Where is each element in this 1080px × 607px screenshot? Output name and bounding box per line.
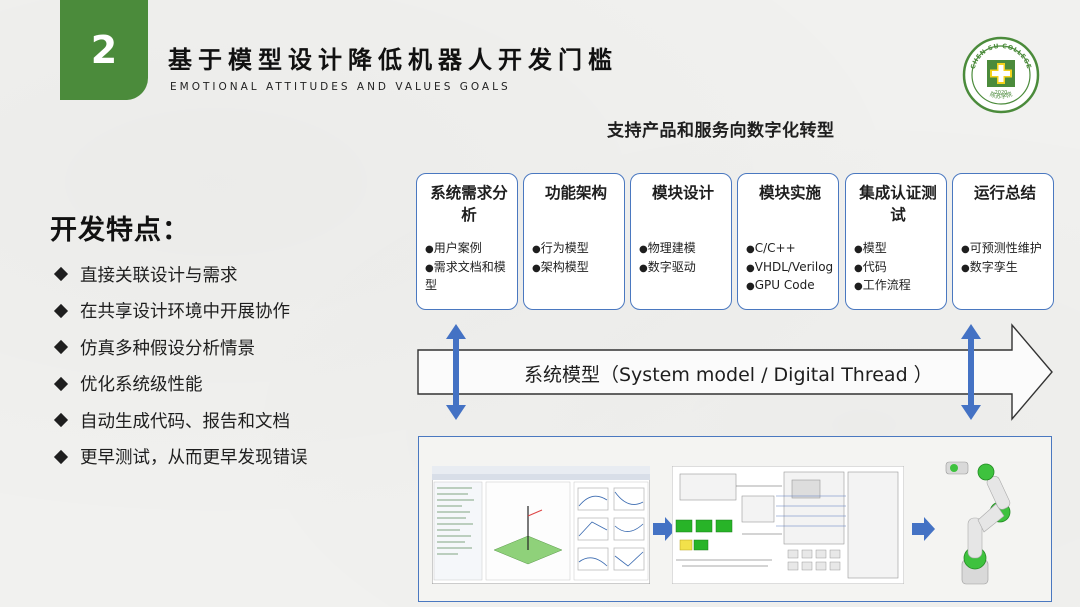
diamond-bullet-icon: [53, 267, 69, 282]
feature-text: 在共享设计环境中开展协作: [80, 302, 290, 323]
stage-item: 数字驱动: [639, 259, 727, 278]
stage-card-requirements: 系统需求分析 用户案例 需求文档和模型: [416, 173, 518, 310]
feature-item: 自动生成代码、报告和文档: [52, 402, 308, 439]
feature-item: 仿真多种假设分析情景: [52, 329, 308, 366]
stage-item: 可预测性维护: [961, 240, 1049, 259]
stage-title: 模块设计: [651, 184, 714, 202]
stage-item: 行为模型: [532, 240, 620, 259]
slide-number-tab: 2: [60, 0, 148, 100]
stage-title: 集成认证测试: [859, 184, 937, 224]
flow-arrow-icon: [653, 517, 676, 541]
feature-text: 自动生成代码、报告和文档: [80, 411, 290, 432]
stage-item: C/C++: [746, 240, 834, 259]
stage-item: VHDL/Verilog: [746, 259, 834, 278]
stage-title: 运行总结: [973, 184, 1036, 202]
diamond-bullet-icon: [53, 340, 69, 355]
stage-item: 模型: [854, 240, 942, 259]
stage-item: 工作流程: [854, 277, 942, 296]
stage-card-operation: 运行总结 可预测性维护 数字孪生: [952, 173, 1054, 310]
slide-title: 基于模型设计降低机器人开发门槛: [168, 46, 618, 74]
stage-item: 架构模型: [532, 259, 620, 278]
logo-year: 2020: [995, 90, 1008, 96]
diamond-bullet-icon: [53, 376, 69, 391]
logo-text-bottom: 陈苏学院: [989, 90, 1014, 101]
svg-text:陈苏学院: 陈苏学院: [989, 90, 1014, 101]
feature-text: 仿真多种假设分析情景: [80, 338, 255, 359]
stage-item: 数字孪生: [961, 259, 1049, 278]
stage-card-implementation: 模块实施 C/C++ VHDL/Verilog GPU Code: [737, 173, 839, 310]
simulink-diagram-image: [672, 466, 904, 584]
stage-title: 模块实施: [758, 184, 821, 202]
banner-text: 支持产品和服务向数字化转型: [607, 121, 835, 141]
feature-item: 直接关联设计与需求: [52, 256, 308, 293]
stage-title: 功能架构: [544, 184, 607, 202]
feature-item: 优化系统级性能: [52, 366, 308, 403]
stage-item: GPU Code: [746, 277, 834, 296]
double-arrow-icon-right: [961, 324, 981, 420]
diamond-bullet-icon: [53, 303, 69, 318]
stage-item: 需求文档和模型: [425, 259, 513, 294]
robot-arm-image: [945, 461, 1011, 585]
slide-subtitle: EMOTIONAL ATTITUDES AND VALUES GOALS: [170, 81, 511, 93]
feature-text: 直接关联设计与需求: [80, 265, 238, 286]
double-arrow-icon-left: [446, 324, 466, 420]
system-model-label: 系统模型（System model / Digital Thread ）: [524, 364, 933, 386]
feature-item: 更早测试，从而更早发现错误: [52, 439, 308, 476]
stage-card-integration-test: 集成认证测试 模型 代码 工作流程: [845, 173, 947, 310]
features-heading: 开发特点：: [50, 215, 190, 246]
feature-text: 优化系统级性能: [80, 375, 203, 396]
slide-number: 2: [90, 28, 118, 72]
stage-item: 用户案例: [425, 240, 513, 259]
feature-text: 更早测试，从而更早发现错误: [80, 448, 308, 469]
stage-card-architecture: 功能架构 行为模型 架构模型: [523, 173, 625, 310]
stage-item: 物理建模: [639, 240, 727, 259]
system-model-arrow: [417, 323, 1053, 421]
diamond-bullet-icon: [53, 413, 69, 428]
stage-title: 系统需求分析: [430, 184, 508, 224]
feature-list: 直接关联设计与需求 在共享设计环境中开展协作 仿真多种假设分析情景 优化系统级性…: [52, 256, 308, 475]
stage-item: 代码: [854, 259, 942, 278]
stage-card-module-design: 模块设计 物理建模 数字驱动: [630, 173, 732, 310]
matlab-screenshot-image: [432, 466, 650, 584]
feature-item: 在共享设计环境中开展协作: [52, 293, 308, 330]
flow-arrow-icon: [912, 517, 935, 541]
college-logo-icon: CHEN SU COLLEGE 2020 陈苏学院: [962, 36, 1040, 114]
diamond-bullet-icon: [53, 449, 69, 464]
